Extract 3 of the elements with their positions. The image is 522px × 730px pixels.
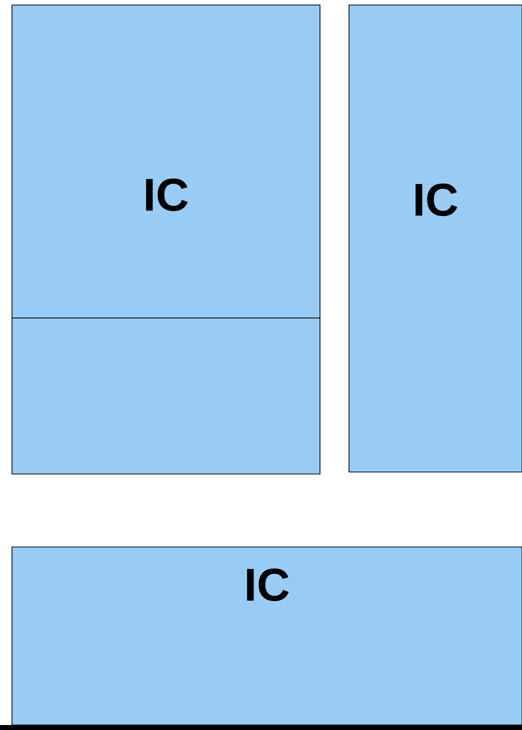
ic-block: IC: [348, 4, 522, 472]
ic-block: IC: [12, 546, 522, 726]
empty-block: [12, 318, 320, 474]
